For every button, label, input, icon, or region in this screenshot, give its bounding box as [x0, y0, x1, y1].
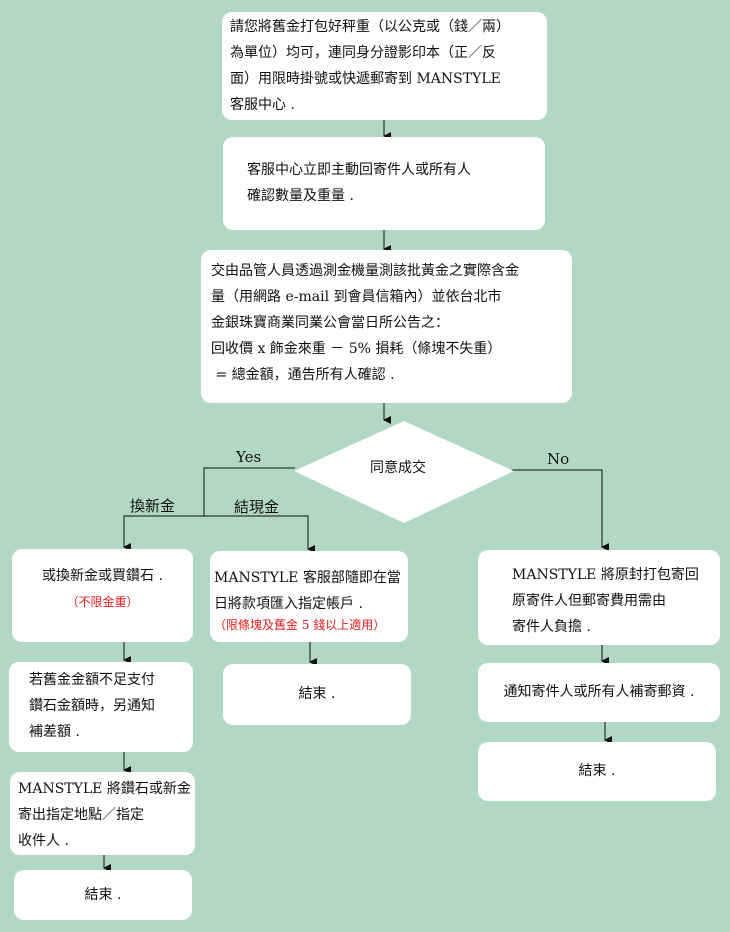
no-box-2: 通知寄件人或所有人補寄郵資 .: [478, 663, 720, 722]
exchange-end-text: 結束 .: [84, 887, 122, 903]
exchange-box-2-line-3: 補差額 .: [29, 724, 80, 740]
step1-line-3: 面）用限時掛號或快遞郵寄到 MANSTYLE: [230, 71, 501, 87]
exchange-box-3-line-3: 收件人 .: [18, 833, 69, 849]
line-split-cash: [204, 515, 315, 553]
exchange-box-1-text: 或換新金或買鑽石 .: [42, 568, 163, 584]
decision-label: 同意成交: [370, 460, 426, 476]
step1-box: 請您將舊金打包好秤重（以公克或（錢／兩） 為單位）均可，連同身分證影印本（正／反…: [222, 12, 547, 120]
step1-line-4: 客服中心 .: [230, 97, 295, 113]
no-box-1-line-1: MANSTYLE 將原封打包寄回: [512, 567, 699, 583]
no-box-1: MANSTYLE 將原封打包寄回 原寄件人但郵寄費用需由 寄件人負擔 .: [478, 550, 720, 645]
exchange-box-2: 若舊金金額不足支付 鑽石金額時，另通知 補差額 .: [9, 662, 193, 752]
exchange-box-3-line-1: MANSTYLE 將鑽石或新金: [18, 781, 191, 797]
cash-box-1-line-1: MANSTYLE 客服部隨即在當: [214, 570, 401, 586]
exchange-box-3-line-2: 寄出指定地點／指定: [18, 807, 144, 823]
step3-line-1: 交由品管人員透過測金機量測該批黃金之實際含金: [211, 263, 519, 279]
no-box-1-line-3: 寄件人負擔 .: [512, 619, 591, 635]
exchange-box-1: 或換新金或買鑽石 . （不限金重）: [12, 549, 193, 642]
cash-box-1: MANSTYLE 客服部隨即在當 日將款項匯入指定帳戶 . （限條塊及舊金 5 …: [210, 551, 408, 642]
no-label: No: [547, 450, 570, 468]
step1-line-1: 請您將舊金打包好秤重（以公克或（錢／兩）: [230, 19, 510, 35]
exchange-end-box: 結束 .: [14, 870, 192, 920]
no-box-1-line-2: 原寄件人但郵寄費用需由: [512, 593, 666, 609]
exchange-box-2-line-2: 鑽石金額時，另通知: [29, 698, 155, 714]
decision-diamond: [294, 421, 514, 523]
exchange-box-2-line-1: 若舊金金額不足支付: [29, 672, 155, 688]
line-no: [486, 469, 609, 551]
exchange-branch-label: 換新金: [130, 497, 176, 515]
exchange-box-1-note: （不限金重）: [66, 595, 139, 609]
step3-line-5: = 總金額，通告所有人確認 .: [211, 367, 395, 383]
step2-line-2: 確認數量及重量 .: [247, 188, 354, 204]
cash-box-1-note: （限條塊及舊金 5 錢以上適用）: [214, 618, 386, 632]
cash-end-text: 結束 .: [298, 686, 336, 702]
step3-line-3: 金銀珠寶商業同業公會當日所公告之：: [211, 315, 449, 331]
cash-box-1-line-2: 日將款項匯入指定帳戶 .: [214, 596, 363, 612]
step2-line-1: 客服中心立即主動回寄件人或所有人: [247, 162, 471, 178]
exchange-box-3: MANSTYLE 將鑽石或新金 寄出指定地點／指定 收件人 .: [10, 772, 195, 855]
no-end-box: 結束 .: [478, 742, 716, 801]
step3-line-2: 量（用網路 e-mail 到會員信箱內）並依台北市: [211, 289, 502, 305]
yes-label: Yes: [236, 448, 262, 466]
step3-line-4: 回收價 x 飾金來重 － 5% 損耗（條塊不失重）: [211, 341, 502, 357]
cash-end-box: 結束 .: [223, 664, 411, 725]
step2-box: 客服中心立即主動回寄件人或所有人 確認數量及重量 .: [223, 137, 545, 230]
line-split-exchange: [123, 515, 204, 551]
line-yes: [203, 467, 295, 516]
step1-line-2: 為單位）均可，連同身分證影印本（正／反: [230, 45, 496, 61]
no-box-2-text: 通知寄件人或所有人補寄郵資 .: [503, 684, 695, 700]
cash-branch-label: 結現金: [234, 498, 280, 516]
step3-box: 交由品管人員透過測金機量測該批黃金之實際含金 量（用網路 e-mail 到會員信…: [201, 250, 572, 403]
no-end-text: 結束 .: [578, 763, 616, 779]
